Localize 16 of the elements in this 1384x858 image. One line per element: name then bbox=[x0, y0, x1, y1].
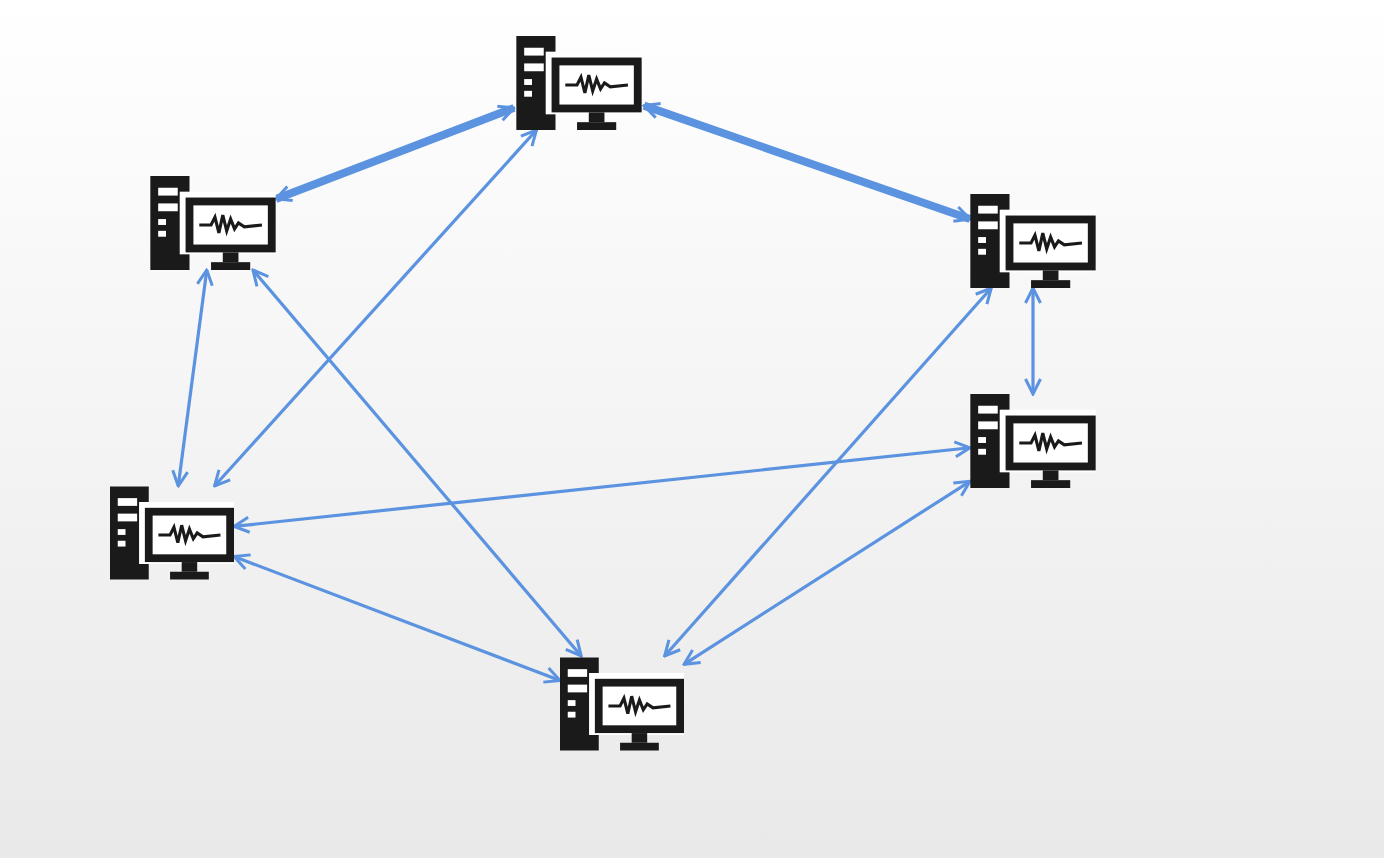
double-arrow bbox=[663, 286, 993, 658]
computer-icon bbox=[150, 176, 276, 270]
computer-icon bbox=[970, 394, 1096, 488]
double-arrow bbox=[213, 128, 538, 488]
computer-icon bbox=[560, 656, 684, 752]
double-arrow bbox=[171, 268, 214, 488]
double-arrow bbox=[274, 104, 516, 203]
computer-icon bbox=[970, 194, 1096, 288]
double-arrow bbox=[642, 101, 972, 223]
computer-icon bbox=[514, 36, 644, 130]
double-arrow bbox=[251, 268, 583, 658]
double-arrow bbox=[232, 440, 972, 534]
double-arrow bbox=[232, 553, 562, 684]
computer-icon bbox=[110, 486, 234, 580]
double-arrow bbox=[682, 479, 972, 666]
double-arrow bbox=[1024, 286, 1042, 396]
